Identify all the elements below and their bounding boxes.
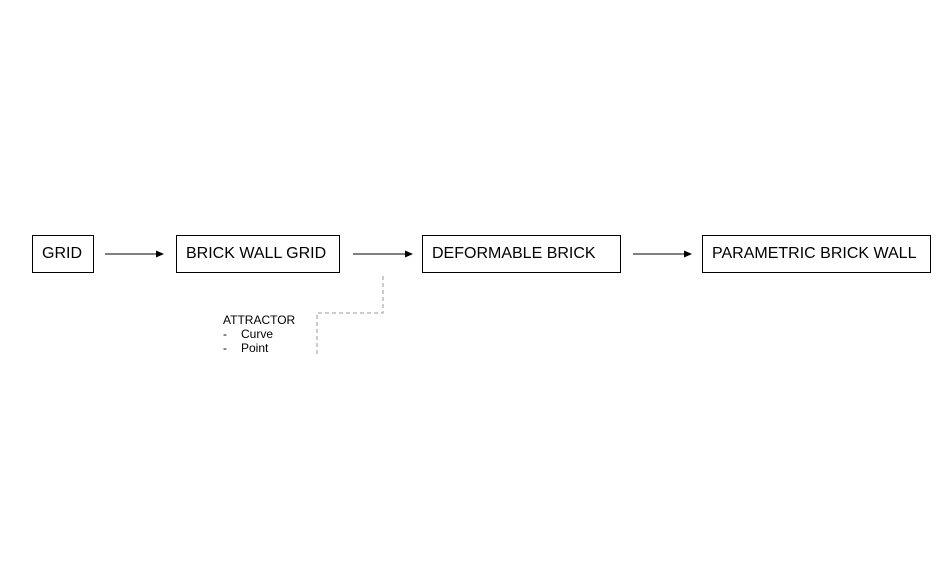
node-grid: GRID [32, 235, 94, 273]
attractor-item-bullet: - [223, 327, 227, 341]
node-grid-label: GRID [42, 245, 82, 262]
node-parametric-brick-wall: PARAMETRIC BRICK WALL [702, 235, 931, 273]
attractor-title: ATTRACTOR [223, 313, 296, 327]
node-deformable-brick: DEFORMABLE BRICK [422, 235, 621, 273]
node-brick-wall-grid: BRICK WALL GRID [176, 235, 340, 273]
node-parametric-brick-wall-label: PARAMETRIC BRICK WALL [712, 245, 917, 262]
attractor-dashed-connector [316, 276, 384, 354]
attractor-item-bullet: - [223, 341, 227, 355]
attractor-item-point: - Point [223, 341, 295, 355]
attractor-item-curve: - Curve [223, 327, 295, 341]
attractor-item-label: Curve [241, 327, 274, 341]
attractor-item-label: Point [241, 341, 269, 355]
node-brick-wall-grid-label: BRICK WALL GRID [186, 245, 327, 262]
node-deformable-brick-label: DEFORMABLE BRICK [432, 245, 596, 262]
attractor-annotation: ATTRACTOR - Curve - Point [223, 313, 295, 355]
